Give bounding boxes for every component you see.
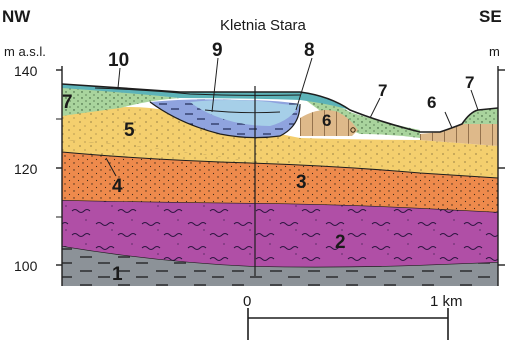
scale-start-label: 0 <box>243 293 251 310</box>
unit-7-leader <box>370 98 380 118</box>
unit-10-leader <box>118 68 120 88</box>
left-unit-label: m a.s.l. <box>4 44 46 59</box>
unit-label-7-left: 7 <box>62 92 73 113</box>
unit-label-2: 2 <box>335 232 346 253</box>
unit-label-8: 8 <box>304 40 315 61</box>
place-name-label: Kletnia Stara <box>220 17 307 34</box>
unit-label-6-right: 6 <box>427 93 436 112</box>
unit-label-7-far-right: 7 <box>465 73 474 92</box>
right-elevation-axis <box>498 66 505 286</box>
unit-label-9: 9 <box>212 40 223 61</box>
unit-label-4: 4 <box>112 176 123 197</box>
unit-label-5: 5 <box>124 120 135 141</box>
unit-label-6-left: 6 <box>322 111 331 130</box>
unit-label-1: 1 <box>112 264 123 285</box>
scale-bar <box>248 308 448 340</box>
se-direction-label: SE <box>479 7 502 26</box>
right-unit-label: m <box>489 44 500 59</box>
unit-label-3: 3 <box>296 172 307 193</box>
unit-label-10: 10 <box>108 50 129 71</box>
nw-direction-label: NW <box>2 7 31 26</box>
unit-7-far-leader <box>471 90 478 110</box>
elevation-tick-140: 140 <box>14 63 38 79</box>
scale-end-label: 1 km <box>430 293 463 310</box>
unit-label-7-right: 7 <box>378 81 387 100</box>
elevation-tick-120: 120 <box>14 161 38 177</box>
elevation-tick-100: 100 <box>14 258 38 274</box>
unit-6-leader <box>445 112 452 128</box>
